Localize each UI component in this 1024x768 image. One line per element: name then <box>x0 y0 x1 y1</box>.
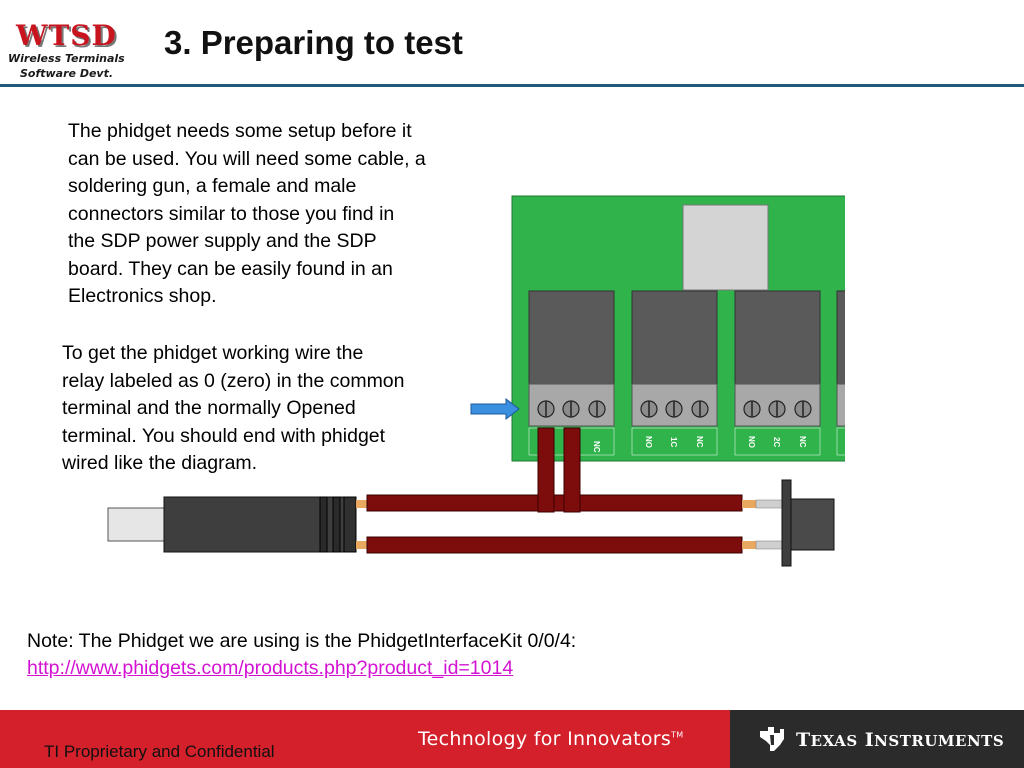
relay-0-label-nc: NC <box>592 441 601 453</box>
female-connector-body <box>790 498 835 551</box>
ti-company-name: TEXAS INSTRUMENTS <box>796 729 1005 751</box>
plug-body <box>163 496 345 553</box>
relay-1-label-no: NO <box>644 436 653 448</box>
relay-2-label-nc: NC <box>798 436 807 448</box>
footer-red-band <box>0 710 730 768</box>
wire-vertical-no <box>563 427 581 513</box>
plug-tip <box>107 507 166 542</box>
relay-1-label-c: 1C <box>669 437 678 447</box>
ti-logo-icon <box>760 727 784 751</box>
relay-1-label-nc: NC <box>695 436 704 448</box>
title-divider <box>0 84 1024 87</box>
logo-mark: WTSD <box>16 19 117 52</box>
wiring-diagram: NC NO 1C NC NO 2C NC NO 3C NC <box>107 195 845 567</box>
note-text: Note: The Phidget we are using is the Ph… <box>27 630 577 652</box>
relay-2-label-c: 2C <box>772 437 781 447</box>
usb-connector <box>682 204 769 291</box>
wire-bottom <box>366 536 743 554</box>
relay-2 <box>734 290 821 456</box>
wtsd-logo: WTSD Wireless Terminals Software Devt. <box>4 22 130 82</box>
relay-0 <box>528 290 615 456</box>
wiring-paragraph: To get the phidget working wire the rela… <box>62 342 405 474</box>
arrow-icon <box>470 397 520 421</box>
wire-vertical-common <box>537 427 555 513</box>
female-connector-flange <box>781 479 792 567</box>
logo-line-1: Wireless Terminals <box>8 52 125 65</box>
product-link[interactable]: http://www.phidgets.com/products.php?pro… <box>27 657 514 679</box>
page-title: 3. Preparing to test <box>164 24 463 61</box>
footer-tagline: Technology for InnovatorsTM <box>418 728 684 750</box>
trademark-mark: TM <box>671 730 684 740</box>
relay-2-label-no: NO <box>747 436 756 448</box>
logo-line-2: Software Devt. <box>20 67 114 80</box>
relay-3 <box>836 290 845 456</box>
footer: TI Proprietary and Confidential Technolo… <box>0 710 1024 768</box>
footer-confidential: TI Proprietary and Confidential <box>44 742 275 761</box>
setup-paragraph: The phidget needs some setup before it c… <box>68 120 426 307</box>
